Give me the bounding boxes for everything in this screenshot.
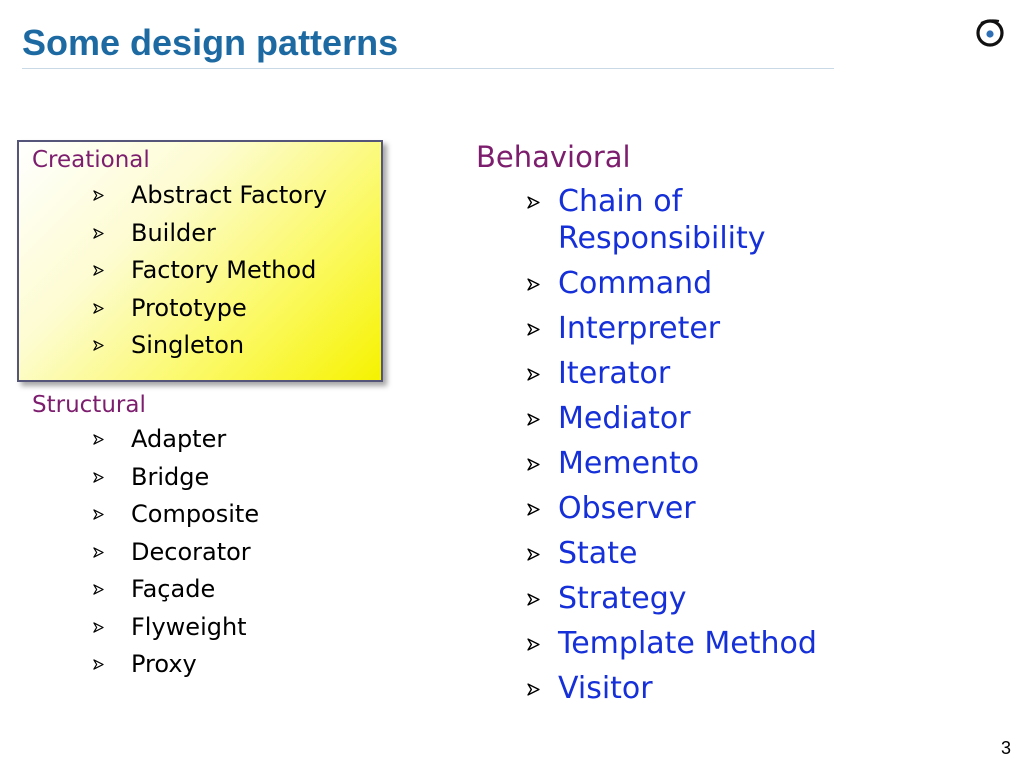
pattern-label: Bridge [131,462,210,491]
pattern-label: Singleton [131,331,245,359]
pattern-item: Command [527,265,858,302]
slide-title: Some design patterns [22,22,399,63]
title-divider [22,68,834,69]
arrow-bullet-icon [93,302,104,314]
pattern-label: Observer [558,491,696,526]
pattern-label: Prototype [131,293,247,322]
pattern-item: Adapter [93,425,259,463]
arrow-bullet-icon [527,278,540,291]
pattern-label: Proxy [131,650,197,678]
pattern-label: Chain of Responsibility [558,184,766,256]
arrow-bullet-icon [93,190,104,201]
pattern-label: Factory Method [131,256,317,284]
pattern-label: Mediator [558,401,691,436]
pattern-item: Factory Method [93,256,327,294]
pattern-item: Mediator [527,400,858,437]
structural-heading: Structural [32,392,146,418]
pattern-item: Façade [93,575,259,613]
arrow-bullet-icon [527,368,540,381]
pattern-item: Chain of Responsibility [527,183,858,257]
pattern-item: Builder [93,218,327,257]
pattern-label: Memento [558,446,700,481]
pattern-item: Bridge [93,462,259,501]
pattern-label: Builder [131,218,216,247]
pattern-item: Iterator [527,355,858,392]
arrow-bullet-icon [93,546,104,558]
arrow-bullet-icon [93,621,104,633]
arrow-bullet-icon [93,265,104,276]
arrow-bullet-icon [527,548,540,561]
pattern-label: State [558,536,638,571]
page-number: 3 [1000,738,1011,758]
pattern-item: Interpreter [527,310,858,347]
pattern-label: Template Method [558,626,817,661]
arrow-bullet-icon [93,471,104,483]
creational-highlight-box [17,140,383,382]
arrow-bullet-icon [527,683,540,696]
pattern-label: Interpreter [558,311,721,346]
arrow-bullet-icon [93,584,104,595]
pattern-item: Visitor [527,670,858,707]
pattern-label: Flyweight [131,612,247,641]
pattern-item: Template Method [527,625,858,662]
arrow-bullet-icon [527,196,540,209]
pattern-label: Iterator [558,356,671,391]
pattern-item: Composite [93,500,260,538]
arrow-bullet-icon [527,413,540,426]
pattern-label: Composite [131,500,260,528]
eiffel-logo-icon [973,15,1007,49]
arrow-bullet-icon [527,323,540,336]
pattern-item: State [527,535,858,572]
pattern-item: Memento [527,445,858,482]
arrow-bullet-icon [527,458,540,471]
pattern-item: Proxy [93,650,259,688]
pattern-label: Abstract Factory [131,181,328,209]
pattern-label: Command [558,266,713,301]
pattern-item: Observer [527,490,858,527]
pattern-item: Prototype [93,293,327,332]
arrow-bullet-icon [93,434,104,445]
pattern-item: Strategy [527,580,858,617]
pattern-item: Abstract Factory [93,181,328,219]
arrow-bullet-icon [527,593,540,606]
pattern-item: Singleton [93,331,327,369]
pattern-item: Decorator [93,537,259,576]
arrow-bullet-icon [93,340,104,351]
creational-heading: Creational [32,147,150,173]
pattern-label: Strategy [558,581,687,616]
pattern-label: Decorator [131,537,251,566]
pattern-label: Façade [131,575,216,603]
arrow-bullet-icon [93,509,104,520]
pattern-label: Visitor [558,671,653,706]
pattern-label: Adapter [131,425,227,453]
arrow-bullet-icon [93,659,104,670]
pattern-item: Flyweight [93,612,259,651]
arrow-bullet-icon [527,638,540,651]
arrow-bullet-icon [93,227,104,239]
behavioral-heading: Behavioral [476,140,631,174]
arrow-bullet-icon [527,503,540,516]
